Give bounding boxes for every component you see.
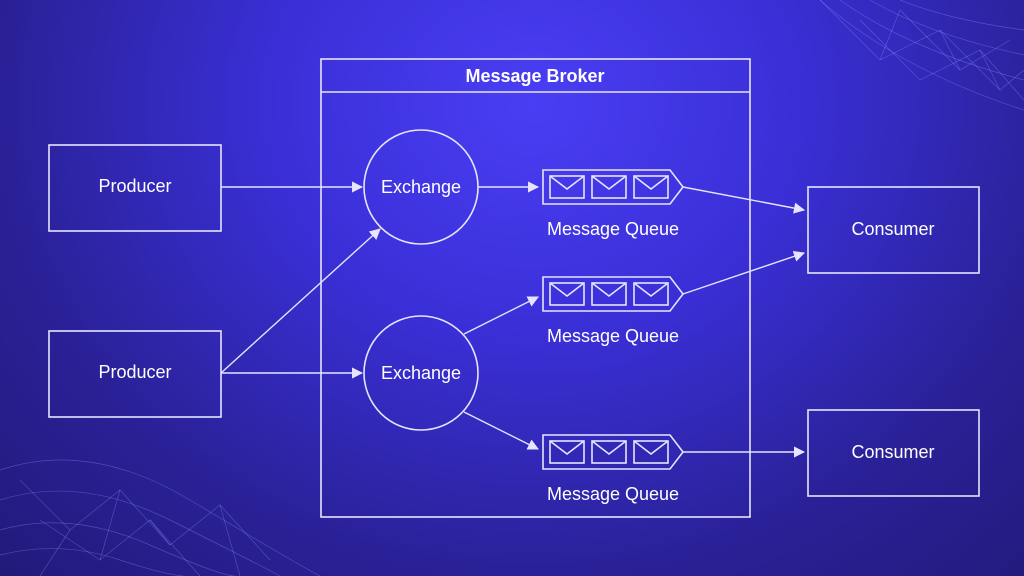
producer-box-1: Producer <box>48 144 222 232</box>
consumer-label-1: Consumer <box>851 219 934 239</box>
arrow-queue1-consumer1 <box>682 186 806 214</box>
envelope-icon <box>633 440 669 464</box>
envelope-icon <box>591 282 627 306</box>
producer-box-2: Producer <box>48 330 222 418</box>
consumer-box-2: Consumer <box>807 409 980 497</box>
queue-label-2: Message Queue <box>547 326 679 346</box>
envelope-icon <box>633 282 669 306</box>
arrow-exchange2-queue3 <box>463 411 540 450</box>
queue-label-3: Message Queue <box>547 484 679 504</box>
broker-title: Message Broker <box>465 66 604 86</box>
envelope-icon <box>549 440 585 464</box>
consumer-label-2: Consumer <box>851 442 934 462</box>
envelope-icon <box>591 440 627 464</box>
envelope-icon <box>633 175 669 199</box>
envelope-icon <box>549 175 585 199</box>
connectors <box>220 181 806 458</box>
queue-label-1: Message Queue <box>547 219 679 239</box>
message-queue-3: Message Queue <box>542 434 685 504</box>
envelope-icon <box>591 175 627 199</box>
message-queue-1: Message Queue <box>542 169 685 239</box>
message-queue-2: Message Queue <box>542 276 685 346</box>
exchange-node-2: Exchange <box>363 315 479 431</box>
arrow-queue2-consumer1 <box>682 250 806 295</box>
producer-label-1: Producer <box>98 176 171 196</box>
consumer-box-1: Consumer <box>807 186 980 274</box>
arrow-producer2-exchange1 <box>220 228 381 374</box>
arrow-exchange2-queue2 <box>463 296 540 335</box>
producer-label-2: Producer <box>98 362 171 382</box>
envelope-icon <box>549 282 585 306</box>
exchange-label-2: Exchange <box>381 363 461 383</box>
exchange-node-1: Exchange <box>363 129 479 245</box>
exchange-label-1: Exchange <box>381 177 461 197</box>
network-decoration-bottom-left <box>0 459 321 576</box>
network-decoration-top-right <box>819 0 1024 111</box>
message-broker-container: Message Broker <box>320 58 751 518</box>
